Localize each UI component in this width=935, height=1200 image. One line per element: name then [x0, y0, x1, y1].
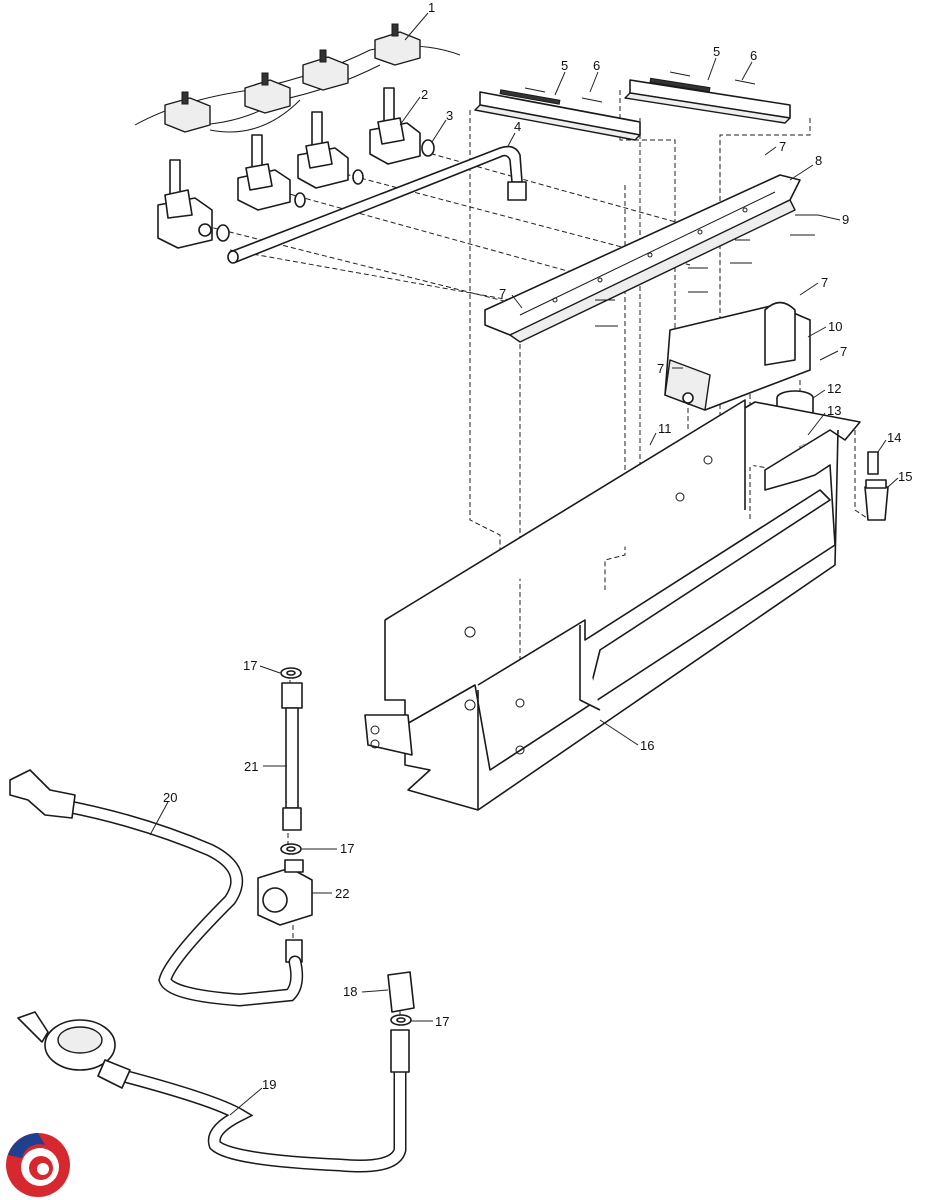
leader-lines	[149, 12, 899, 1116]
callout-11: 11	[658, 421, 672, 436]
gas-rail-pipe	[227, 145, 527, 264]
callout-labels: 1 2 3 4 5 6 5 6 7 8 9 7 7 10 7 7 12 13 1…	[163, 0, 912, 1092]
burner-housing	[364, 399, 861, 811]
callout-17a: 17	[243, 658, 257, 673]
callout-5b: 5	[713, 44, 720, 59]
bracket-left	[474, 89, 641, 141]
callout-13: 13	[827, 403, 841, 418]
callout-1: 1	[428, 0, 435, 15]
injector-screws-9	[595, 214, 818, 327]
callout-19: 19	[262, 1077, 276, 1092]
hose-19	[17, 1011, 410, 1173]
ignition-switch-2	[244, 72, 291, 114]
callout-18: 18	[343, 984, 357, 999]
callout-12: 12	[827, 381, 841, 396]
callout-4: 4	[514, 119, 521, 134]
callout-5a: 5	[561, 58, 568, 73]
callout-7b: 7	[499, 286, 506, 301]
callout-7c: 7	[821, 275, 828, 290]
pipe-21	[281, 682, 303, 831]
callout-22: 22	[335, 886, 349, 901]
electrode-14	[867, 451, 879, 475]
nozzle-15	[864, 479, 889, 521]
callout-3: 3	[446, 108, 453, 123]
hose-20	[9, 769, 304, 1007]
connector-18	[387, 971, 415, 1013]
callout-16: 16	[640, 738, 654, 753]
igniter-module	[664, 301, 811, 411]
ignition-switch-1	[164, 91, 211, 133]
callout-15: 15	[898, 469, 912, 484]
callout-7d: 7	[657, 361, 664, 376]
callout-7e: 7	[840, 344, 847, 359]
ignition-switch-3	[302, 49, 349, 91]
callout-10: 10	[828, 319, 842, 334]
callout-17c: 17	[435, 1014, 449, 1029]
callout-17b: 17	[340, 841, 354, 856]
washer-17-bottom	[390, 1014, 412, 1026]
gas-tap-3	[297, 111, 364, 189]
callout-6b: 6	[750, 48, 757, 63]
callout-2: 2	[421, 87, 428, 102]
gas-tap-4	[369, 87, 435, 165]
callout-9: 9	[842, 212, 849, 227]
ignition-switch-4	[374, 23, 421, 66]
callout-20: 20	[163, 790, 177, 805]
washer-17-mid	[280, 843, 302, 855]
manifold-bar	[484, 174, 801, 343]
callout-14: 14	[887, 430, 901, 445]
regulator-22	[257, 859, 313, 963]
callout-6a: 6	[593, 58, 600, 73]
washer-17-top	[280, 667, 302, 679]
brand-logo	[6, 1133, 75, 1197]
gas-tap-2	[237, 134, 306, 211]
callout-21: 21	[244, 759, 258, 774]
screws-6	[524, 71, 756, 103]
bracket-right	[624, 77, 791, 124]
callout-8: 8	[815, 153, 822, 168]
gas-tap-1	[157, 159, 230, 249]
callout-7a: 7	[779, 139, 786, 154]
